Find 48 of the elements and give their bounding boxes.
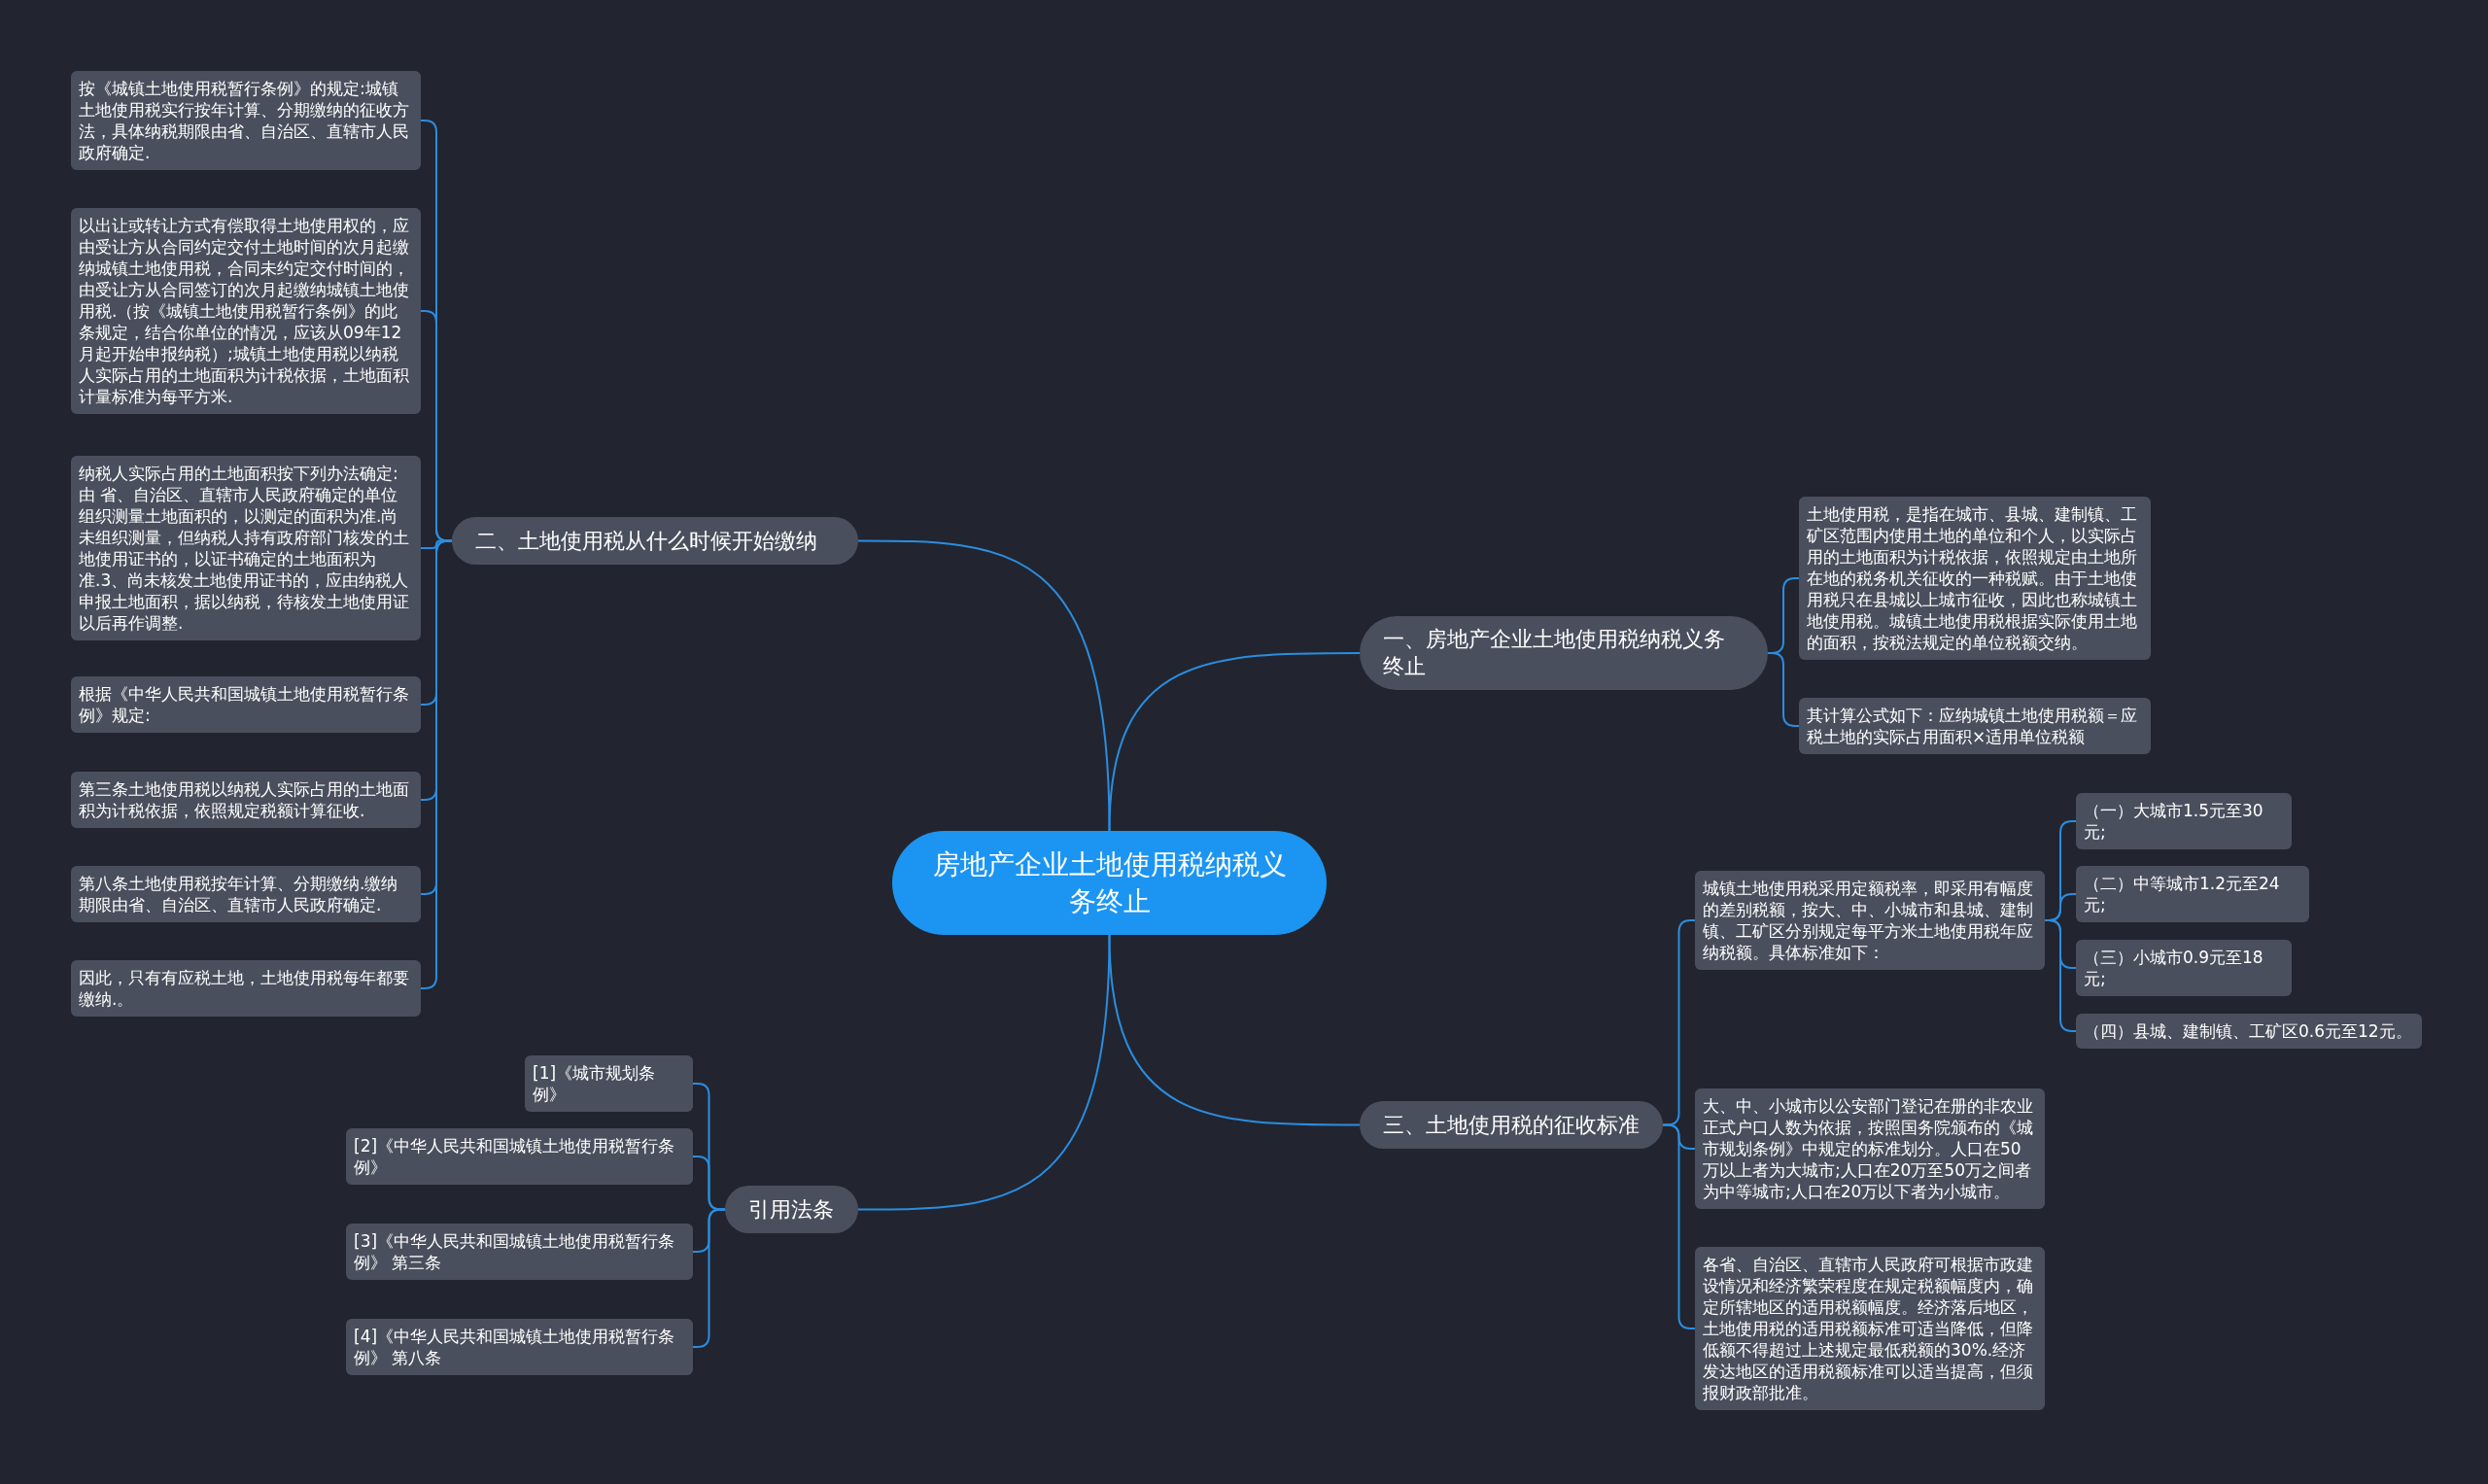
note-card — [71, 866, 421, 922]
note-card — [346, 1224, 693, 1280]
topic-text: [1]《城市规划条例》 — [533, 1062, 657, 1105]
note-card — [1695, 871, 2045, 970]
topic-text: 土地使用税，是指在城市、县城、建制镇、工矿区范围内使用土地的单位和个人，以实际占用的土地面积为计税依据，依照规定由土地所在地的税务机关征收的一种税赋。由于土地使用税只在县城以上城市征收，因此也称城镇土地使用税。城镇土地使用税根据实际使用土地的面积，按税法规定的单位税额交纳。 — [1807, 503, 2138, 653]
topic-text: （一）大城市1.5元至30元; — [2084, 800, 2264, 843]
branch-topic — [452, 517, 858, 565]
topic-text: 其计算公式如下：应纳城镇土地使用税额＝应税土地的实际占用面积×适用单位税额 — [1807, 705, 2138, 747]
topic-text: 按《城镇土地使用税暂行条例》的规定:城镇土地使用税实行按年计算、分期缴纳的征收方法，具体纳税期限由省、自治区、直辖市人民政府确定. — [79, 78, 410, 163]
topic-text: 引用法条 — [748, 1195, 834, 1224]
note-card — [525, 1055, 693, 1112]
topic-text: 纳税人实际占用的土地面积按下列办法确定:由 省、自治区、直辖市人民政府确定的单位组织测量土地面积的，以测定的面积为准.尚未组织测量，但纳税人持有政府部门核发的土地使用证书的，以证书确定的土地面积为准.3、尚未核发土地使用证书的，应由纳税人申报土地面积，据以纳税，待核发土地使用证以后再作调整. — [79, 463, 410, 634]
topic-text: 三、土地使用税的征收标准 — [1383, 1111, 1640, 1139]
topic-text: （二）中等城市1.2元至24元; — [2084, 873, 2281, 915]
note-card — [346, 1128, 693, 1185]
branch-topic — [1360, 1101, 1663, 1149]
topic-text: 因此，只有有应税土地，土地使用税每年都要缴纳.。 — [79, 967, 410, 1010]
note-card — [346, 1319, 693, 1375]
topic-text: （四）县城、建制镇、工矿区0.6元至12元。 — [2084, 1020, 2413, 1042]
connector-line — [857, 539, 1111, 832]
note-card — [71, 71, 421, 170]
note-card — [2076, 793, 2292, 849]
topic-text: 各省、自治区、直辖市人民政府可根据市政建设情况和经济繁荣程度在规定税额幅度内，确定所辖地区的适用税额幅度。经济落后地区，土地使用税的适用税额标准可适当降低，但降低额不得超过上述规定最低税额的30%.经济发达地区的适用税额标准可以适当提高，但须报财政部批准。 — [1703, 1254, 2034, 1403]
topic-text: [2]《中华人民共和国城镇土地使用税暂行条例》 — [354, 1135, 676, 1178]
topic-text: 二、土地使用税从什么时候开始缴纳 — [475, 527, 817, 555]
note-card — [1695, 1088, 2045, 1209]
topic-text: （三）小城市0.9元至18元; — [2084, 947, 2264, 989]
connector-line — [1108, 652, 1361, 832]
topic-text: [3]《中华人民共和国城镇土地使用税暂行条例》 第三条 — [354, 1230, 676, 1273]
branch-topic — [725, 1186, 858, 1233]
note-card — [1799, 698, 2151, 754]
topic-text: 第三条土地使用税以纳税人实际占用的土地面积为计税依据，依照规定税额计算征收. — [79, 778, 410, 821]
topic-text: 根据《中华人民共和国城镇土地使用税暂行条例》规定: — [79, 683, 410, 726]
topic-text: 第八条土地使用税按年计算、分期缴纳.缴纳期限由省、自治区、直辖市人民政府确定. — [79, 873, 399, 915]
topic-text: 城镇土地使用税采用定额税率，即采用有幅度的差别税额，按大、中、小城市和县城、建制镇、工矿区分别规定每平方米土地使用税年应纳税额。具体标准如下： — [1703, 878, 2034, 963]
note-card — [2076, 940, 2292, 996]
note-card — [2076, 1014, 2422, 1049]
note-card — [71, 676, 421, 733]
topic-text: 一、房地产企业土地使用税纳税义务终止 — [1383, 626, 1726, 680]
connector-line — [857, 934, 1111, 1211]
topic-text: 房地产企业土地使用税纳税义务终止 — [931, 846, 1288, 919]
topic-text: [4]《中华人民共和国城镇土地使用税暂行条例》 第八条 — [354, 1326, 676, 1368]
topic-text: 以出让或转让方式有偿取得土地使用权的，应由受让方从合同约定交付土地时间的次月起缴纳城镇土地使用税，合同未约定交付时间的，由受让方从合同签订的次月起缴纳城镇土地使用税.（按《城镇土地使用税暂行条例》的此条规定，结合你单位的情况，应该从09年12月起开始申报纳税）;城镇土地使用税以纳税人实际占用的土地面积为计税依据，土地面积计量标准为每平方米. — [79, 215, 410, 407]
note-card — [2076, 866, 2309, 922]
note-card — [71, 772, 421, 828]
connector-line — [1108, 934, 1361, 1126]
note-card — [71, 960, 421, 1017]
topic-text: 大、中、小城市以公安部门登记在册的非农业正式户口人数为依据，按照国务院颁布的《城市规划条例》中规定的标准划分。人口在50万以上者为大城市;人口在20万至50万之间者为中等城市;人口在20万以下者为小城市。 — [1703, 1095, 2034, 1202]
